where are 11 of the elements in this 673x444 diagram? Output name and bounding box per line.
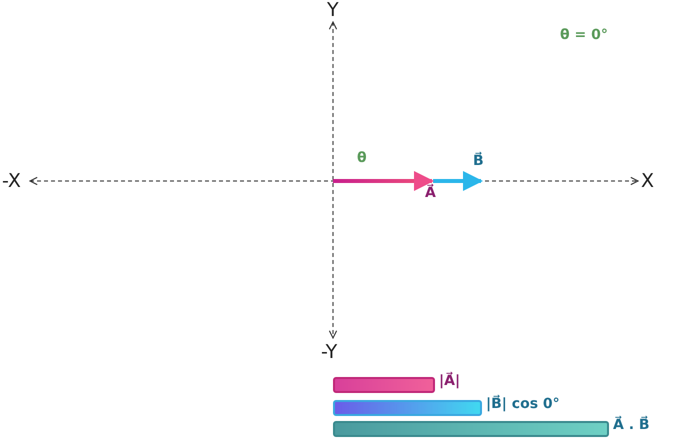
angle-label: θ <box>357 151 367 166</box>
axis-label: -X <box>2 171 21 192</box>
axis-label: -Y <box>321 342 338 363</box>
bar-label: |B⃗| cos 0° <box>486 397 560 412</box>
vector-label: B⃗ <box>473 154 484 170</box>
vector-label: A⃗ <box>425 186 436 202</box>
axis-label: Y <box>327 0 339 21</box>
angle-label: θ = 0° <box>560 28 608 44</box>
bar-label: A⃗ . B⃗ <box>613 418 650 434</box>
axis-label: X <box>641 171 654 192</box>
bar-label: |A⃗| <box>439 374 460 390</box>
